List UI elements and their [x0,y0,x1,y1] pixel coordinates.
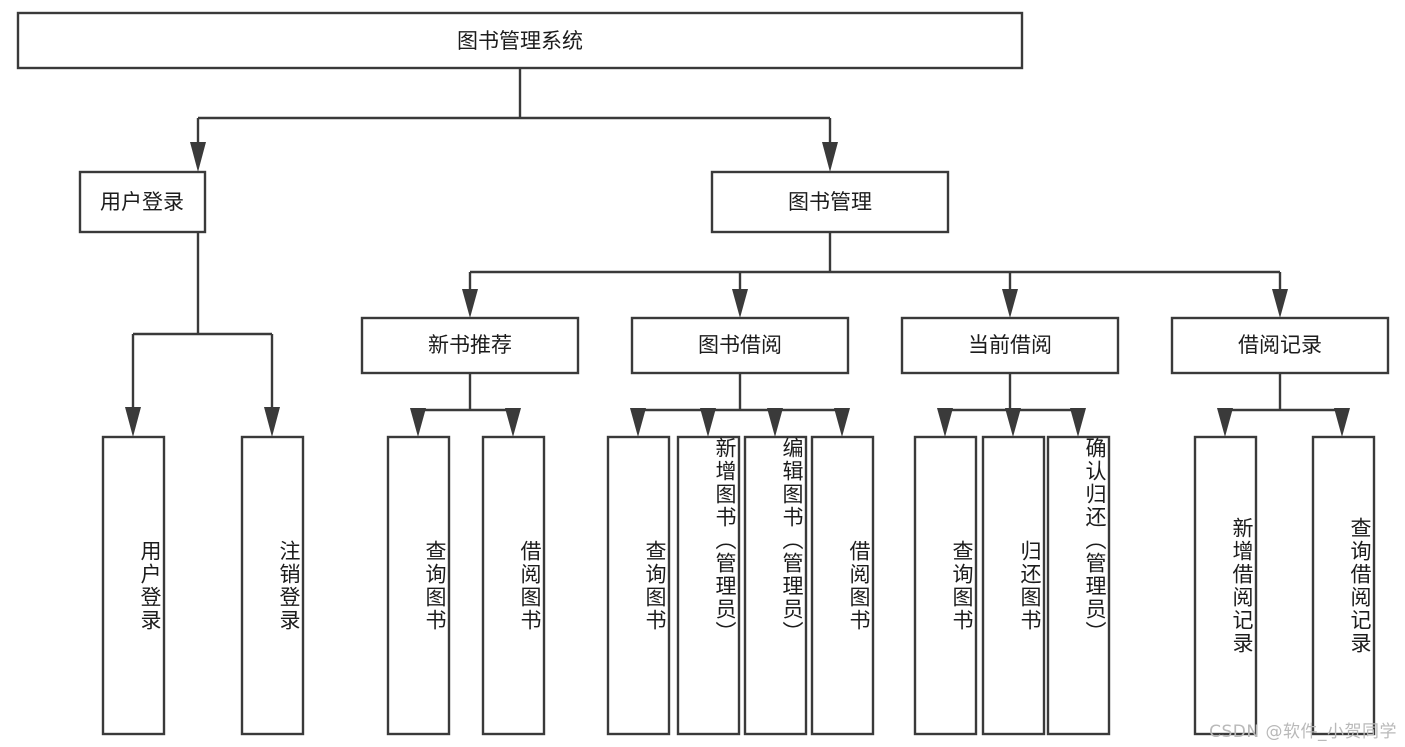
arrow-bm-to-current-borrow [1002,289,1018,318]
node-label-root: 图书管理系统 [457,29,583,53]
arrow-br-leaf-1 [1217,408,1233,437]
leaf-box-user-login-2[interactable] [240,435,305,736]
connectors-current-borrow-to-leaves [937,373,1086,437]
connectors-root-to-level2 [190,68,838,172]
arrow-bb-leaf-4 [834,408,850,437]
node-label-borrow-record: 借阅记录 [1238,333,1322,357]
connectors-new-book-to-leaves [410,373,521,437]
arrow-user-login-leaf-2 [264,407,280,437]
node-box-user-login[interactable] [78,170,207,234]
leaf-box-borrow-record-1[interactable] [1193,435,1258,736]
node-label-new-book-recommend: 新书推荐 [428,333,512,357]
leaf-box-new-book-2[interactable] [481,435,546,736]
arrow-bb-leaf-3 [767,408,783,437]
node-label-user-login: 用户登录 [100,190,184,214]
arrow-nb-leaf-2 [505,408,521,437]
leaf-box-book-borrow-4[interactable] [810,435,875,736]
arrow-nb-leaf-1 [410,408,426,437]
leaf-box-new-book-1[interactable] [386,435,451,736]
connectors-borrow-record-to-leaves [1217,373,1350,437]
connectors-book-manage-to-level3 [462,232,1288,318]
leaf-box-current-borrow-1[interactable] [913,435,978,736]
node-label-book-manage: 图书管理 [788,190,872,214]
watermark-text: CSDN @软件_小贺同学 [1209,722,1397,742]
leaf-box-book-borrow-3[interactable] [743,435,808,736]
node-box-borrow-record[interactable] [1170,316,1390,375]
leaf-box-user-login-1[interactable] [101,435,166,736]
node-label-current-borrow: 当前借阅 [968,333,1052,357]
leaf-box-borrow-record-2[interactable] [1311,435,1376,736]
arrow-br-leaf-2 [1334,408,1350,437]
node-box-root[interactable] [16,11,1024,70]
node-box-current-borrow[interactable] [900,316,1120,375]
arrow-cb-leaf-1 [937,408,953,437]
leaf-box-current-borrow-3[interactable] [1046,435,1111,736]
arrow-cb-leaf-3 [1070,408,1086,437]
node-box-book-borrow[interactable] [630,316,850,375]
arrow-bb-leaf-2 [700,408,716,437]
connectors-user-login-to-leaves [125,232,280,437]
leaf-box-book-borrow-1[interactable] [606,435,671,736]
arrow-user-login-leaf-1 [125,407,141,437]
arrow-root-to-user-login [190,142,206,172]
arrow-bm-to-book-borrow [732,289,748,318]
node-label-book-borrow: 图书借阅 [698,333,782,357]
arrow-root-to-book-manage [822,142,838,172]
leaf-box-current-borrow-2[interactable] [981,435,1046,736]
arrow-cb-leaf-2 [1005,408,1021,437]
node-box-new-book-recommend[interactable] [360,316,580,375]
arrow-bb-leaf-1 [630,408,646,437]
arrow-bm-to-borrow-record [1272,289,1288,318]
connectors-book-borrow-to-leaves [630,373,850,437]
leaf-box-book-borrow-2[interactable] [676,435,741,736]
node-box-book-manage[interactable] [710,170,950,234]
arrow-bm-to-new-book [462,289,478,318]
